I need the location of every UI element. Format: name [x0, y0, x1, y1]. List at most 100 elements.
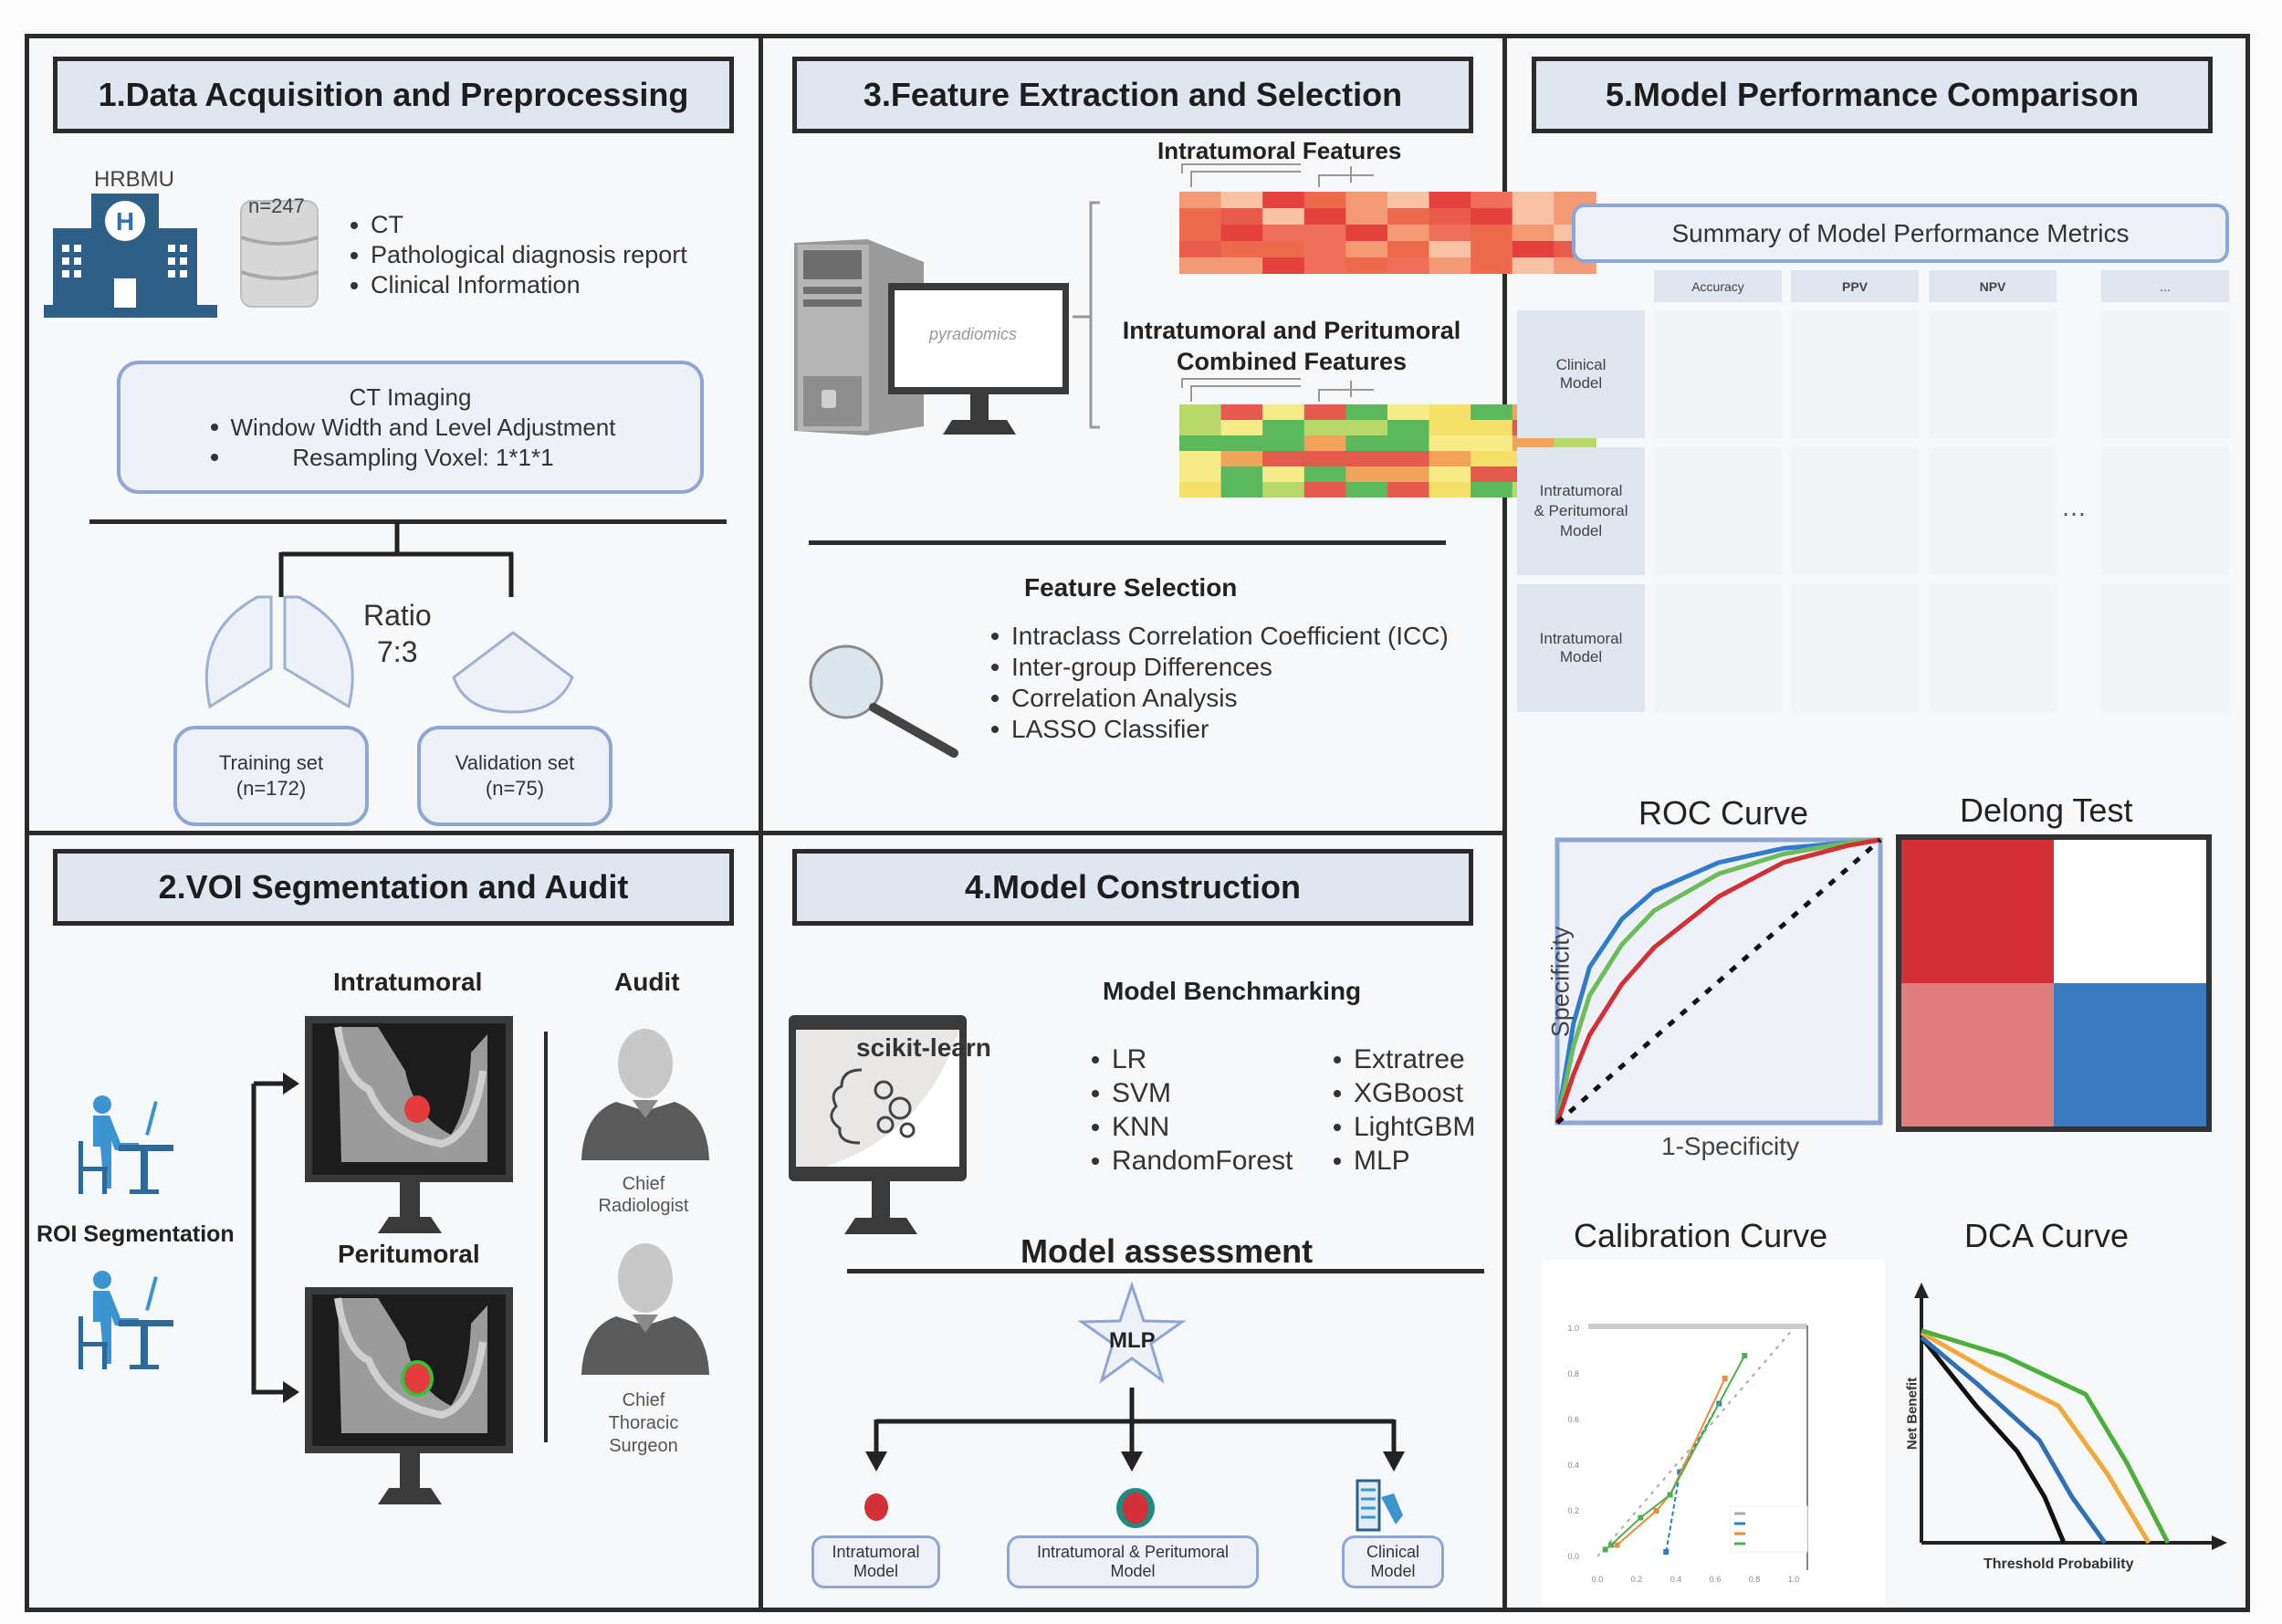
- divider: [25, 831, 1507, 835]
- benchmark-title: Model Benchmarking: [1103, 977, 1362, 1005]
- heatmap-cell: [1429, 466, 1472, 482]
- heatmap-cell: [1387, 241, 1430, 257]
- dca-y-label: Net Benefit: [1904, 1377, 1921, 1451]
- dca-x-arrow: [2212, 1535, 2227, 1550]
- person-at-computer-icon: [79, 1095, 173, 1194]
- ct-monitor-intratumoral: [305, 1016, 513, 1233]
- heatmap-cell: [1179, 225, 1222, 241]
- heatmap-cell: [1303, 257, 1347, 274]
- model-item: LR: [1086, 1043, 1293, 1076]
- calibration-topbar: [1588, 1324, 1807, 1329]
- clinical-document-icon: [1356, 1479, 1403, 1532]
- panel-title: 2.VOI Segmentation and Audit: [53, 849, 734, 926]
- audit-divider: [544, 1032, 548, 1442]
- roc-y-label: Specificity: [1546, 926, 1575, 1038]
- heatmap-cell: [1262, 192, 1305, 208]
- heatmap-cell: [1179, 192, 1222, 208]
- calibration-point: [1663, 1549, 1670, 1555]
- row-header: Clinical Model: [1517, 310, 1645, 438]
- output-model-line: Clinical: [1366, 1543, 1420, 1561]
- magnifier-icon: [809, 644, 958, 758]
- row-header-line: Clinical: [1555, 356, 1607, 373]
- model-item: KNN: [1086, 1110, 1293, 1144]
- heatmap-cell: [1387, 192, 1430, 208]
- delong-heatmap: [1896, 834, 2212, 1132]
- auditor-label: Chief Radiologist: [593, 1173, 694, 1217]
- row-header-line: Intratumoral: [1539, 630, 1623, 647]
- heatmap-cell: [1262, 241, 1305, 257]
- dca-series-black: [1920, 1336, 2067, 1544]
- panel-title: 3.Feature Extraction and Selection: [792, 57, 1473, 133]
- heatmap-cell: [1471, 241, 1513, 257]
- heatmap-cell: [1345, 451, 1388, 466]
- roi-segmentation-label: ROI Segmentation: [37, 1221, 235, 1247]
- heatmap-cell: [1429, 420, 1472, 435]
- heatmap-cell: [1429, 208, 1472, 225]
- heatmap-cell: [1429, 435, 1472, 451]
- heatmap-cell: [1429, 192, 1472, 208]
- heatmap-cell: [1387, 482, 1430, 498]
- output-model-line: Model: [853, 1562, 899, 1580]
- data-item: Clinical Information: [345, 270, 687, 300]
- dca-x-label: Threshold Probability: [1984, 1556, 2134, 1572]
- calibration-x-tick: 1.0: [1788, 1575, 1800, 1584]
- calibration-background: [1543, 1260, 1885, 1607]
- heatmap-cell: [1471, 257, 1513, 274]
- delong-cell: [2054, 837, 2209, 983]
- heatmap-cell: [1220, 241, 1264, 257]
- output-model-line: Intratumoral & Peritumoral: [1036, 1543, 1230, 1561]
- validation-count: (n=75): [485, 777, 545, 800]
- calibration-point: [1722, 1376, 1728, 1381]
- calibration-y-tick: 0.4: [1567, 1461, 1579, 1470]
- heatmap-cell: [1303, 466, 1347, 482]
- roc-series-red: [1554, 837, 1881, 1124]
- heatmap-cell: [1471, 404, 1513, 420]
- heatmap-cell: [1303, 208, 1347, 225]
- calibration-x-tick: 0.8: [1749, 1575, 1761, 1584]
- heatmap-cell: [1262, 208, 1305, 225]
- roc-reference-line: [1555, 838, 1882, 1125]
- model-item: Extratree: [1328, 1043, 1475, 1076]
- data-items-list: CT Pathological diagnosis report Clinica…: [345, 210, 687, 300]
- imaging-item: Window Width and Level Adjustment: [205, 413, 616, 443]
- selection-item: Inter-group Differences: [986, 652, 1449, 683]
- heatmap-cell: [1303, 420, 1347, 435]
- dca-series-orange: [1920, 1330, 2151, 1545]
- scikit-monitor-icon: [789, 1015, 967, 1181]
- table-cell: [1791, 447, 1919, 575]
- calibration-y-tick: 1.0: [1567, 1324, 1579, 1333]
- monitor-icon: [888, 283, 1069, 435]
- calibration-y-tick: 0.6: [1567, 1415, 1579, 1424]
- assessment-title: Model assessment: [1021, 1232, 1314, 1270]
- heatmap-cell: [1303, 482, 1347, 498]
- row-header-line: Intratumoral: [1539, 482, 1623, 499]
- row-header-line: Model: [1559, 522, 1603, 540]
- heatmap2-title: Intratumoral and Peritumoral Combined Fe…: [1095, 315, 1488, 377]
- roc-chart: [1554, 837, 1883, 1126]
- calibration-y-tick: 0.0: [1567, 1552, 1579, 1561]
- heatmap-cell: [1471, 225, 1513, 241]
- heatmap-cell: [1262, 257, 1305, 274]
- column-header: NPV: [1929, 270, 2057, 302]
- selection-item: LASSO Classifier: [986, 714, 1449, 745]
- output-model-box: Intratumoral & Peritumoral Model: [1007, 1535, 1259, 1588]
- training-count: (n=172): [236, 777, 307, 800]
- output-model-line: Intratumoral: [832, 1543, 920, 1561]
- delong-cell: [1899, 837, 2054, 983]
- heatmap-cell: [1220, 192, 1264, 208]
- heatmap-cell: [1345, 257, 1388, 274]
- training-label: Training set: [218, 751, 324, 774]
- heatmap-cell: [1220, 466, 1264, 482]
- split-connector: [278, 522, 514, 597]
- calibration-y-tick: 0.2: [1567, 1506, 1579, 1515]
- row-header-line: Model: [1559, 374, 1603, 392]
- heatmap-cell: [1512, 435, 1555, 451]
- dca-series-blue: [1920, 1336, 2108, 1545]
- table-cell: [1929, 310, 2057, 438]
- column-header: PPV: [1791, 270, 1919, 302]
- feature-selection-title: Feature Selection: [1024, 573, 1238, 602]
- heatmap-cell: [1303, 404, 1347, 420]
- heatmap-cell: [1345, 241, 1388, 257]
- heatmap-cell: [1179, 466, 1222, 482]
- ct-imaging-box: CT Imaging Window Width and Level Adjust…: [117, 361, 704, 494]
